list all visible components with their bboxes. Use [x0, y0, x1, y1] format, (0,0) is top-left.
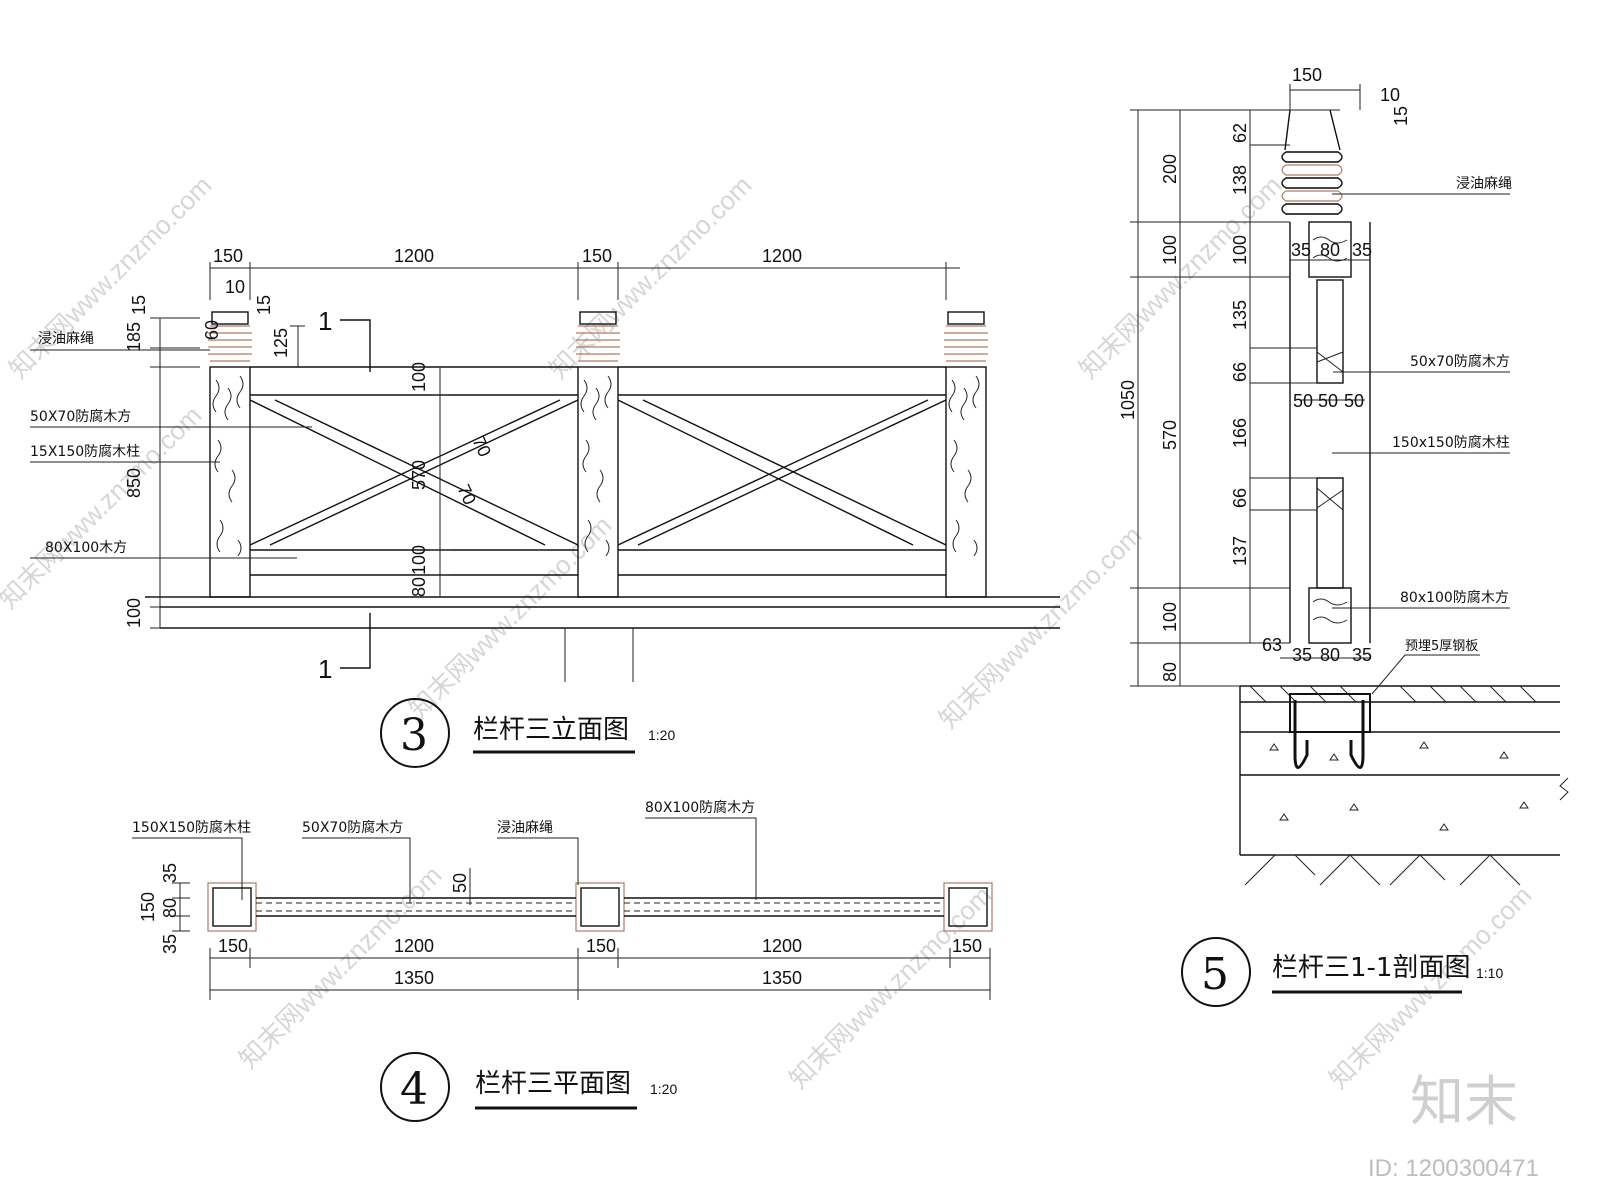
post-middle	[576, 311, 620, 598]
plan-number: 4	[400, 1064, 428, 1115]
dim-text: 63	[1262, 635, 1282, 655]
dim-text: 35	[160, 934, 180, 954]
label-post: 15X150防腐木柱	[30, 443, 140, 460]
dim-text: 80	[1160, 662, 1180, 682]
dim-text: 10	[1380, 85, 1400, 105]
dim-text: 66	[1230, 488, 1250, 508]
dim-text: 15	[1391, 106, 1411, 126]
dim-text: 100	[1230, 235, 1250, 265]
plan-drawing: 150 1200 150 1200 150 1350 1350 35 150 8…	[132, 799, 993, 1122]
dim-text: 35	[1352, 645, 1372, 665]
section-label-beam: 80x100防腐木方	[1400, 589, 1509, 606]
dim-text: 166	[1230, 418, 1250, 448]
dim-text: 1350	[394, 968, 434, 988]
post-left	[208, 311, 252, 598]
dim-text: 135	[1230, 300, 1250, 330]
elevation-number: 3	[400, 710, 428, 761]
watermark-text: 知末网www.znzmo.com	[3, 170, 217, 384]
dim-text: 850	[124, 468, 144, 498]
dim-text: 35	[1292, 645, 1312, 665]
dim-text: 15	[129, 295, 149, 315]
section-drawing: 150 10 15 1050 200 100 570 100 80 62 138…	[1118, 65, 1569, 1007]
drawing-id: ID: 1200300471	[1368, 1155, 1539, 1182]
watermark-text: 知末网www.znzmo.com	[543, 170, 757, 384]
dim-text: 15	[254, 295, 274, 315]
section-number: 5	[1201, 949, 1229, 1000]
dim-text: 570	[1160, 420, 1180, 450]
plan-label-rail: 50X70防腐木方	[302, 819, 403, 836]
dim-text: 50	[1318, 391, 1338, 411]
dim-text: 35	[160, 863, 180, 883]
dim-text: 150	[213, 246, 243, 266]
dim-text: 100	[1160, 602, 1180, 632]
section-label-plate: 预埋5厚钢板	[1405, 639, 1478, 654]
dim-text: 70	[453, 481, 480, 508]
elevation-drawing: 150 1200 150 1200 10 15 15 60 125 185 85…	[30, 246, 1060, 768]
watermark-text: 知末网www.znzmo.com	[783, 880, 997, 1094]
elevation-scale: 1:20	[648, 727, 675, 743]
dim-text: 100	[409, 545, 429, 575]
elevation-title: 栏杆三立面图	[473, 715, 629, 745]
dim-text: 70	[468, 433, 495, 460]
dim-text: 200	[1160, 154, 1180, 184]
label-rail: 50X70防腐木方	[30, 408, 131, 425]
dim-text: 150	[138, 892, 158, 922]
label-beam: 80X100木方	[45, 540, 127, 556]
dim-text: 100	[124, 598, 144, 628]
section-mark-top: 1	[318, 306, 332, 336]
dim-text: 100	[409, 362, 429, 392]
dim-text: 1050	[1118, 380, 1138, 420]
dim-text: 150	[586, 936, 616, 956]
dim-text: 150	[582, 246, 612, 266]
section-label-post: 150x150防腐木柱	[1392, 434, 1510, 451]
dim-text: 138	[1230, 165, 1250, 195]
plan-label-rope: 浸油麻绳	[497, 820, 553, 836]
dim-text: 66	[1230, 362, 1250, 382]
dim-text: 80	[160, 898, 180, 918]
dim-text: 150	[952, 936, 982, 956]
dim-text: 1200	[762, 246, 802, 266]
watermark-text: 知末网www.znzmo.com	[1323, 880, 1537, 1094]
watermarks: 知末网www.znzmo.com 知末网www.znzmo.com 知末网www…	[0, 170, 1539, 1182]
section-mark-bottom: 1	[318, 654, 332, 684]
dim-text: 137	[1230, 536, 1250, 566]
section-label-rope: 浸油麻绳	[1456, 176, 1512, 192]
dim-text: 150	[1292, 65, 1322, 85]
dim-text: 100	[1160, 235, 1180, 265]
plan-label-beam: 80X100防腐木方	[645, 799, 755, 816]
dim-text: 60	[202, 320, 222, 340]
plan-title: 栏杆三平面图	[475, 1069, 631, 1099]
plan-label-post: 150X150防腐木柱	[132, 819, 251, 836]
dim-text: 80	[1320, 645, 1340, 665]
dim-text: 570	[409, 460, 429, 490]
dim-text: 35	[1352, 240, 1372, 260]
dim-text: 50	[1293, 391, 1313, 411]
label-rope: 浸油麻绳	[38, 331, 94, 347]
dim-text: 10	[225, 277, 245, 297]
dim-text: 62	[1230, 123, 1250, 143]
dim-text: 35	[1291, 240, 1311, 260]
post-right	[944, 311, 988, 598]
plan-scale: 1:20	[650, 1081, 677, 1097]
dim-text: 50	[1344, 391, 1364, 411]
section-scale: 1:10	[1476, 965, 1503, 981]
dim-text: 1200	[394, 936, 434, 956]
dim-text: 1350	[762, 968, 802, 988]
dim-text: 125	[271, 328, 291, 358]
dim-text: 185	[124, 322, 144, 352]
watermark-text: 知末网www.znzmo.com	[0, 400, 207, 614]
section-title: 栏杆三1-1剖面图	[1272, 953, 1470, 983]
dim-text: 1200	[394, 246, 434, 266]
dim-text: 150	[218, 936, 248, 956]
watermark-text: 知末网www.znzmo.com	[933, 520, 1147, 734]
dim-text: 80	[409, 577, 429, 597]
dim-text: 1200	[762, 936, 802, 956]
dim-text: 80	[1320, 240, 1340, 260]
brand-logo-text: 知末	[1410, 1070, 1518, 1133]
dim-text: 50	[450, 873, 470, 893]
section-label-rail: 50x70防腐木方	[1410, 353, 1510, 370]
